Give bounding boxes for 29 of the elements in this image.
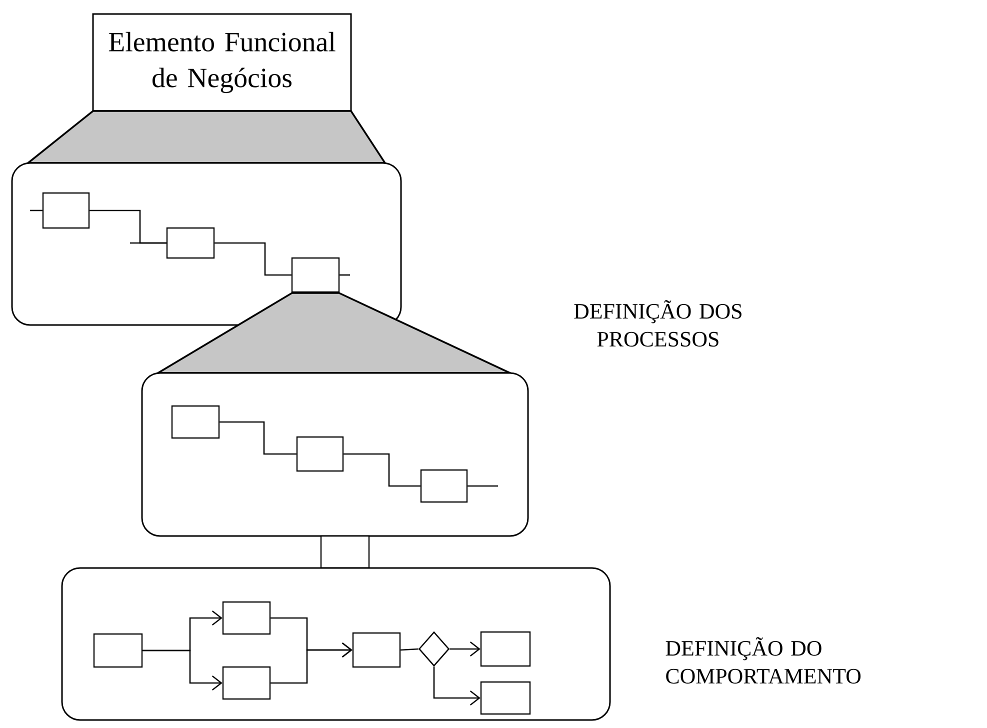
process-box (222, 601, 271, 635)
process-box (291, 257, 340, 293)
arrow (270, 642, 352, 684)
process-box (166, 227, 215, 259)
connector-line (220, 421, 296, 455)
process-box (420, 469, 468, 503)
arrow (433, 666, 480, 706)
process-box (480, 631, 531, 667)
process-box (222, 666, 271, 700)
connector-line (214, 242, 292, 276)
process-box (320, 535, 370, 569)
connector-line (30, 210, 42, 212)
process-box (42, 192, 90, 229)
connector-line (344, 453, 420, 487)
connector-line (468, 485, 498, 487)
title-box: Elemento Funcional de Negócios (92, 13, 352, 112)
process-box (171, 405, 220, 439)
panel (141, 372, 529, 537)
section-label: DEFINIÇÃO DOS PROCESSOS (574, 300, 742, 347)
section-label: DEFINIÇÃO DO COMPORTAMENTO (666, 637, 861, 684)
connector-line (130, 242, 166, 244)
connector-line (400, 648, 418, 651)
arrow (450, 641, 480, 656)
process-box (296, 436, 344, 472)
connector-line (340, 274, 350, 276)
process-box (93, 633, 143, 668)
process-box (352, 632, 401, 668)
arrow (142, 650, 222, 690)
process-box (480, 681, 531, 715)
